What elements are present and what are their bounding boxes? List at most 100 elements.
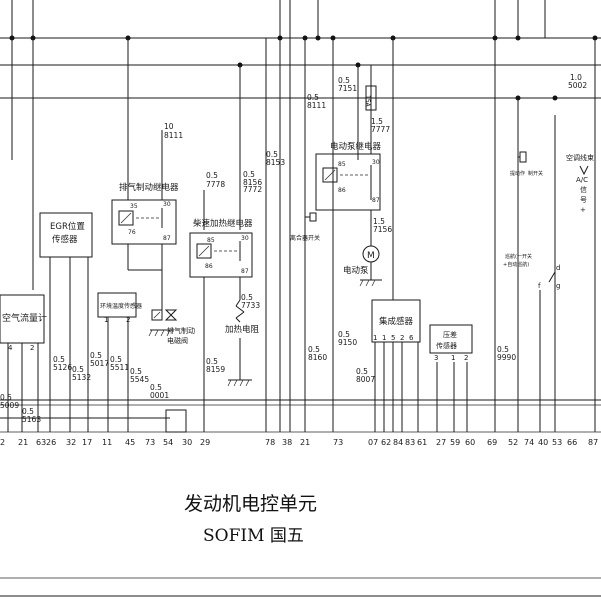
brake-switch-label2: 制开关 (528, 170, 543, 177)
egr-sensor-label1: EGR位置 (50, 221, 85, 232)
wire-label: 0.5 (110, 355, 122, 364)
wire-label: 8159 (206, 365, 225, 374)
clutch-switch: 离合器开关 (290, 212, 320, 242)
wire-label: 0.5 (72, 365, 84, 374)
wire-label: 7777 (371, 125, 390, 134)
wire-label: 5126 (53, 363, 72, 372)
pressure-diff-label2: 传感器 (436, 341, 457, 350)
fuse-label: 15A (364, 95, 371, 108)
ecu-pin-label: 74 (524, 438, 534, 447)
wire-label: 0.5 (307, 93, 319, 102)
rs-pin: 6 (409, 334, 414, 342)
pump-relay-label: 电动泵继电器 (330, 141, 382, 152)
wire-label: 8111 (307, 101, 326, 110)
ecu-pin-label: 38 (282, 438, 292, 447)
wire-label: 0.5 (356, 367, 368, 376)
clutch-switch-label: 离合器开关 (290, 234, 320, 242)
glow-relay: 柴速加热继电器 85 30 86 87 (189, 218, 253, 432)
ambient-temp-label: 环境温度传感器 (100, 302, 142, 310)
pd-pin: 1 (451, 354, 455, 362)
ecu-pin-label: 69 (487, 438, 497, 447)
relay-pin: 76 (128, 229, 136, 236)
wire-label: 1.5 (371, 117, 383, 126)
ac-label1: A/C (576, 176, 588, 184)
air-flow-meter-label: 空气流量计 (2, 312, 47, 324)
wire-label: 8156 (243, 178, 262, 187)
ecu-pin-label: 2 (0, 438, 5, 447)
wire-label: 0.5 (243, 170, 255, 179)
egr-sensor: EGR位置 传感器 (39, 212, 93, 432)
wire-label: 0.5 (497, 345, 509, 354)
ambient-temp-sensor: 环境温度传感器 1 2 (97, 292, 142, 432)
heater-resistor-label: 加热电阻 (225, 324, 260, 335)
ecu-pin-label: 17 (82, 438, 92, 447)
brake-switch-label1: 提动作 (510, 170, 525, 177)
ecu-pin-label: 61 (417, 438, 427, 447)
relay-pin: 87 (241, 268, 249, 275)
lower-bus (0, 399, 601, 433)
wire-label: 0.5 (90, 351, 102, 360)
exhaust-brake-relay: 排气制动继电器 35 30 76 87 (111, 182, 179, 320)
wire-label: 5511 (110, 363, 129, 372)
connector-box (165, 409, 187, 433)
rs-pin: 1 (382, 334, 386, 342)
exhaust-valve-label2: 电磁阀 (167, 336, 188, 345)
wire-label: 0.5 (266, 150, 278, 159)
ecu-pin-label: 84 (393, 438, 403, 447)
cruise-label2: +自动巡航) (503, 261, 529, 268)
electric-pump: M 电动泵 (343, 245, 382, 287)
rail-sensor-label: 集成感器 (379, 316, 414, 327)
ecu-pin-label: 30 (182, 438, 192, 447)
wire-label: 8007 (356, 375, 375, 384)
air-flow-meter: 空气流量计 4 2 (0, 294, 47, 432)
wire-label: 5163 (22, 415, 41, 424)
ecu-pin-label: 21 (300, 438, 310, 447)
ecu-pin-label: 78 (265, 438, 275, 447)
wire-label: 5017 (90, 359, 109, 368)
ecu-pin-label: 11 (102, 438, 112, 447)
fuse-15a: 15A (364, 85, 377, 111)
wire-label: 7156 (373, 225, 392, 234)
ecu-pin-label: 54 (163, 438, 173, 447)
relay-pin: 30 (241, 235, 249, 242)
wire-label: 0.5 (130, 367, 142, 376)
vertical-wires (11, 38, 596, 432)
pd-pin: 3 (434, 354, 438, 362)
relay-pin: 35 (130, 203, 138, 210)
wire-label: 0.5 (338, 76, 350, 85)
ecu-pin-label: 73 (333, 438, 343, 447)
glow-relay-label: 柴速加热继电器 (193, 218, 253, 229)
ecu-pin-label: 27 (436, 438, 446, 447)
exhaust-brake-valve: 排气制动 电磁阀 (148, 309, 195, 345)
ecu-pin-label: 87 (588, 438, 598, 447)
ac-signal: 空调线束 A/C 信 号 + (566, 153, 594, 214)
wire-label: 5132 (72, 373, 91, 382)
rs-pin: 1 (373, 334, 377, 342)
ecu-pin-label: 53 (552, 438, 562, 447)
wire-label: 0.5 (53, 355, 65, 364)
rs-pin: 2 (400, 334, 404, 342)
wire-label: 0.5 (0, 393, 12, 402)
ecu-pin-label: 32 (66, 438, 76, 447)
wire-label: 0.5 (338, 330, 350, 339)
ecu-pin-label: 26 (46, 438, 56, 447)
brake-switch: 提动作 制开关 (510, 151, 543, 177)
wire-label: 1.5 (373, 217, 385, 226)
relay-pin: 87 (372, 197, 380, 204)
wire-label: 8160 (308, 353, 327, 362)
wire-label: 9990 (497, 353, 516, 362)
cruise-label1: 巡航(一开关 (505, 253, 532, 260)
ac-label4: + (580, 206, 586, 214)
ecu-pin-label: 21 (18, 438, 28, 447)
exhaust-valve-label1: 排气制动 (167, 326, 195, 335)
electric-pump-label: 电动泵 (343, 265, 369, 276)
ats-pin: 1 (104, 316, 108, 324)
relay-pin: 86 (205, 263, 213, 270)
ecu-pin-label: 40 (538, 438, 548, 447)
pump-relay: 电动泵继电器 85 30 86 87 (315, 85, 382, 246)
ac-line-label: 空调线束 (566, 153, 594, 162)
ecu-pin-label: 45 (125, 438, 135, 447)
relay-pin: 85 (338, 161, 346, 168)
relay-pin: 86 (338, 187, 346, 194)
